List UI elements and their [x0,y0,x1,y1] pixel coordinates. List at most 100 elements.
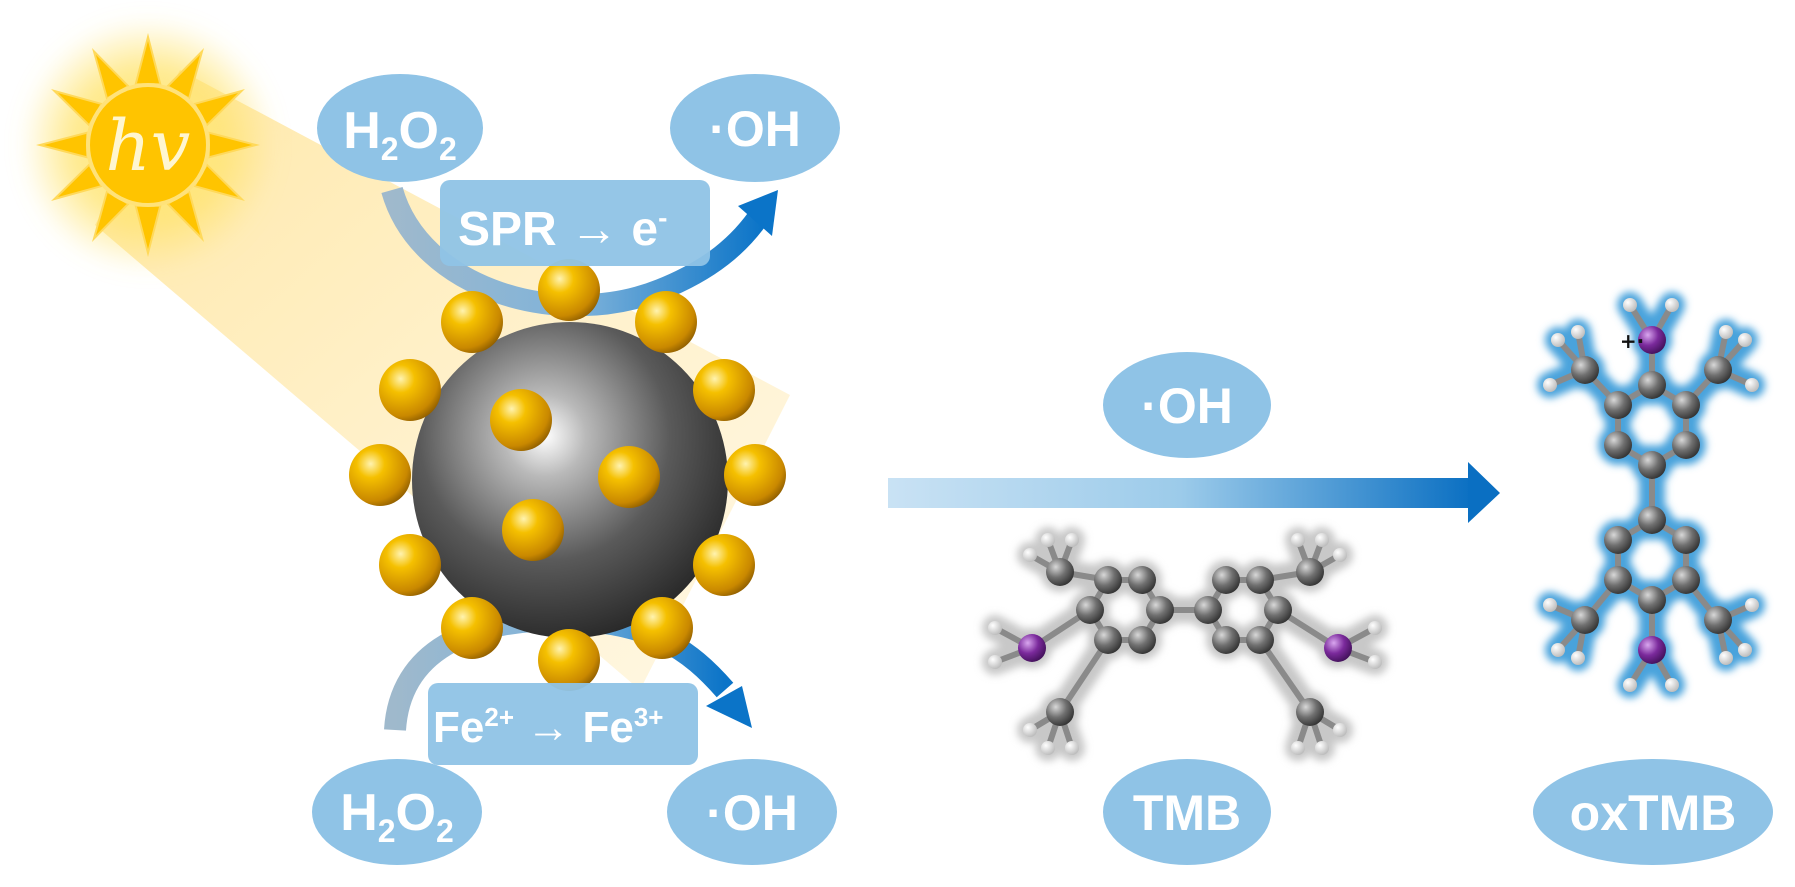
tmb-oval: TMB [1103,759,1271,865]
gold-nanoparticle [598,446,660,508]
carbon-atom [1194,596,1222,624]
carbon-atom [1672,566,1700,594]
hydrogen-atom [1291,741,1305,755]
fe-box: Fe2+ → Fe3+ [428,683,698,765]
hydrogen-atom [1665,298,1679,312]
carbon-atom [1604,391,1632,419]
hydrogen-atom [1315,741,1329,755]
fe-superscript-a: 2+ [484,702,514,732]
hydrogen-atom [1738,643,1752,657]
top-reaction-arrow [381,186,778,317]
gold-nanoparticle [379,359,441,421]
hydrogen-atom [1065,533,1079,547]
spr-superscript: - [658,202,667,233]
hydrogen-atom [1291,533,1305,547]
fe-superscript-b: 3+ [634,702,664,732]
oh-middle-label: ·OH [1141,378,1233,434]
svg-text:SPR → e-: SPR → e- [458,202,667,256]
carbon-atom [1246,626,1274,654]
carbon-atom [1571,356,1599,384]
hydrogen-atom [1023,548,1037,562]
hydrogen-atom [1623,678,1637,692]
hydrogen-atom [1571,325,1585,339]
carbon-atom [1638,451,1666,479]
oh-middle-oval: ·OH [1103,352,1271,458]
oh-top-oval: ·OH [670,74,840,182]
tmb-label: TMB [1133,785,1241,841]
sun-icon: hv [20,17,276,273]
hydrogen-atom [1551,643,1565,657]
hydrogen-atom [1665,678,1679,692]
carbon-atom [1604,431,1632,459]
gold-nanoparticle [635,291,697,353]
hydrogen-atom [1368,621,1382,635]
hydrogen-atom [1551,333,1565,347]
carbon-atom [1296,558,1324,586]
main-reaction-arrow [888,462,1500,523]
nitrogen-atom [1638,326,1666,354]
gold-nanoparticle [490,389,552,451]
svg-text:H2O2: H2O2 [343,102,457,167]
hydrogen-atom [1738,333,1752,347]
hydrogen-atom [1023,723,1037,737]
tmb-molecule [982,527,1388,761]
carbon-atom [1212,566,1240,594]
bond [1257,638,1313,714]
gold-nanoparticle [693,534,755,596]
hydrogen-atom [1745,378,1759,392]
hydrogen-atom [1315,533,1329,547]
hv-label: hv [106,105,191,187]
hydrogen-atom [1623,298,1637,312]
spr-box: SPR → e- [440,180,710,266]
hydrogen-atom [988,655,1002,669]
carbon-atom [1638,371,1666,399]
hydrogen-atom [1333,548,1347,562]
carbon-atom [1672,391,1700,419]
oxtmb-label: oxTMB [1570,785,1737,841]
gold-nanoparticle [693,359,755,421]
gold-nanoparticle [631,597,693,659]
carbon-atom [1046,698,1074,726]
oxtmb-molecule [1537,292,1765,698]
carbon-atom [1296,698,1324,726]
radical-cation-mark: +· [1620,329,1644,353]
carbon-atom [1046,558,1074,586]
oh-bottom-label: ·OH [706,785,798,841]
gold-nanoparticle [441,291,503,353]
spr-text: SPR → e [458,203,658,256]
hydrogen-atom [988,621,1002,635]
magnetic-core-sphere [412,322,728,638]
carbon-atom [1571,606,1599,634]
fe-arrow-text: → Fe [514,703,634,752]
gold-nanoparticle [538,629,600,691]
gold-nanoparticle [441,597,503,659]
gold-nanoparticle [349,444,411,506]
carbon-atom [1246,566,1274,594]
carbon-atom [1704,606,1732,634]
hydrogen-atom [1719,651,1733,665]
fe-text-a: Fe [433,703,484,752]
hydrogen-atom [1333,723,1347,737]
hydrogen-atom [1065,741,1079,755]
bond [1057,638,1111,714]
hydrogen-atom [1745,598,1759,612]
carbon-atom [1604,566,1632,594]
gold-nanoparticle [379,534,441,596]
hydrogen-atom [1041,533,1055,547]
nitrogen-atom [1324,634,1352,662]
carbon-atom [1638,586,1666,614]
hydrogen-atom [1543,378,1557,392]
carbon-atom [1128,626,1156,654]
svg-text:Fe2+ → Fe3+: Fe2+ → Fe3+ [433,702,663,752]
carbon-atom [1672,431,1700,459]
carbon-atom [1672,526,1700,554]
gold-nanoparticle [502,499,564,561]
hydrogen-atom [1368,655,1382,669]
gold-nanoparticles [349,259,786,691]
carbon-atom [1264,596,1292,624]
h2o2-top-oval: H2O2 [317,74,483,182]
nitrogen-atom [1638,636,1666,664]
gold-nanoparticle [724,444,786,506]
carbon-atom [1704,356,1732,384]
